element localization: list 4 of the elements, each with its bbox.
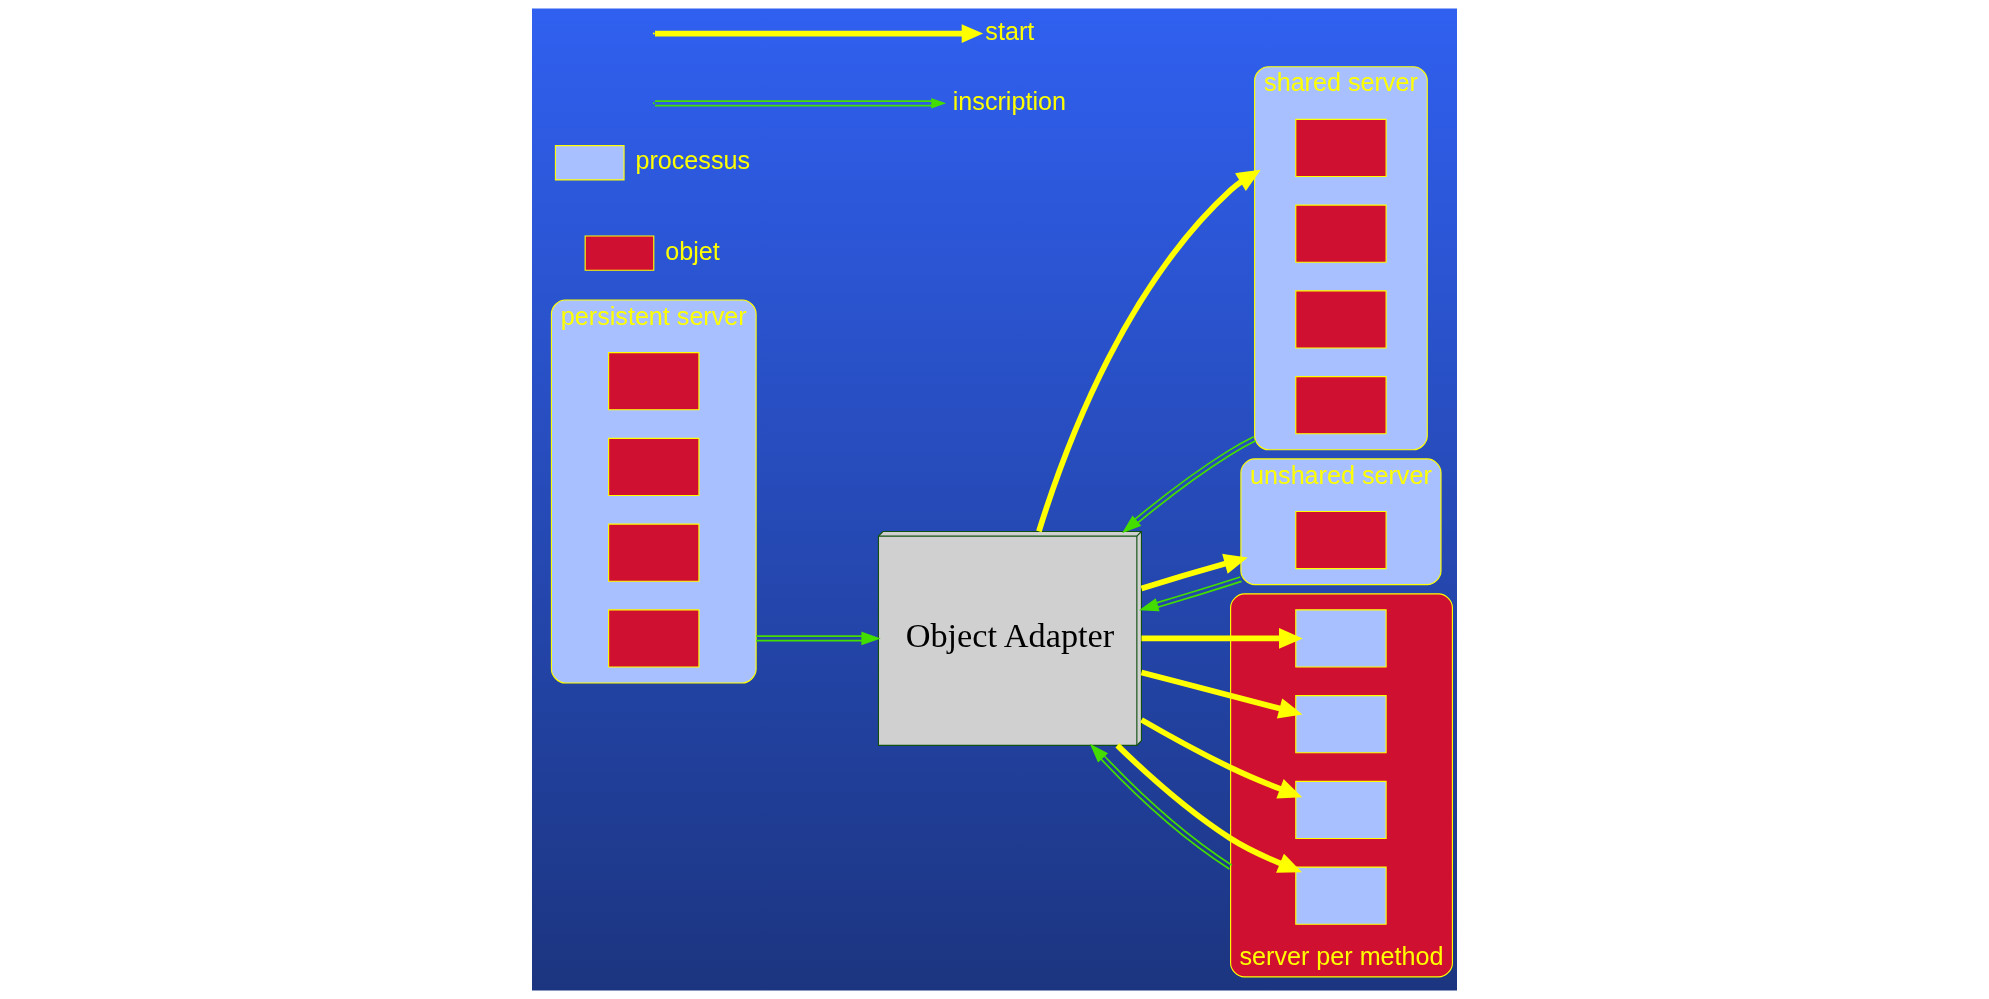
legend-label: inscription bbox=[952, 86, 1066, 115]
legend-label: start bbox=[985, 16, 1035, 45]
legend-label: processus bbox=[635, 146, 751, 175]
legend-label: objet bbox=[665, 236, 720, 265]
